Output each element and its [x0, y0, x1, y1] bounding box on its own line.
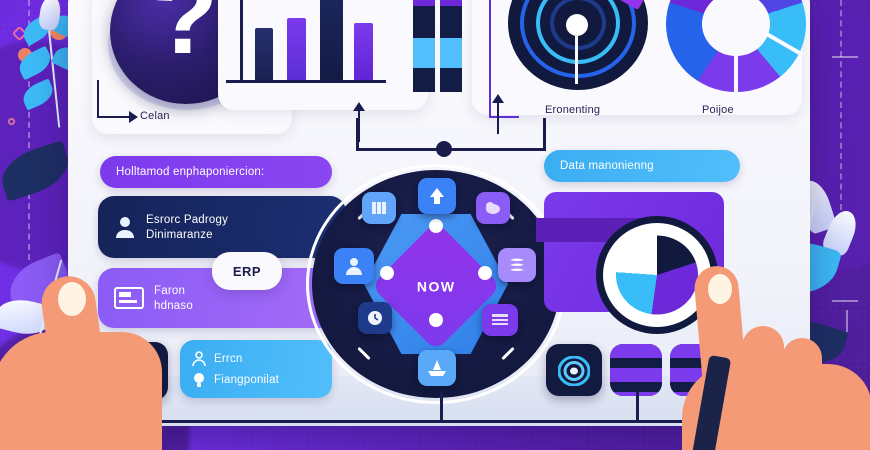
stripe-tile-1[interactable] [610, 344, 662, 396]
user-card-icon [346, 258, 362, 275]
chart-panel-arrow [492, 94, 504, 103]
node-list[interactable] [482, 304, 518, 336]
left-item-user-lines: Esrorc Padrogy Dinimaranze [146, 214, 228, 241]
left-item-user[interactable]: Esrorc Padrogy Dinimaranze [98, 196, 346, 258]
radar-ring-2 [536, 0, 620, 64]
strip-1-segment-violet [413, 0, 435, 6]
stacked-strip-1 [413, 0, 435, 92]
hub-node-dot-top [429, 219, 443, 233]
question-card-label: Celan [140, 110, 170, 122]
hub-node-dot-left [380, 266, 394, 280]
question-card-connector-v [97, 80, 99, 118]
layers-icon [510, 258, 524, 271]
right-header-pill[interactable]: Data manonienng [544, 150, 740, 182]
question-card-arrow [129, 111, 138, 123]
upload-icon [430, 188, 444, 204]
person-icon [192, 350, 206, 367]
bar-3 [320, 0, 343, 80]
bracket-center-dot [436, 141, 452, 157]
bar-4 [354, 23, 373, 80]
target-icon [557, 355, 591, 387]
left-bottom-line-1: Errcn [214, 352, 243, 365]
bar-chart-y-axis [240, 0, 243, 82]
right-hand-finger-2 [742, 326, 784, 404]
bracket-right-riser [543, 118, 546, 150]
hub-node-dot-right [478, 266, 492, 280]
strip-2-segment-sky [440, 38, 462, 68]
left-bottom-line-2: Fiangponilat [214, 373, 280, 386]
strip-1-segment-sky [413, 38, 435, 68]
node-upload[interactable] [418, 178, 456, 214]
right-hand-finger-3 [782, 338, 822, 408]
user-icon [114, 215, 136, 239]
erp-chip[interactable]: ERP [212, 252, 282, 290]
strip-2-segment-deep [440, 68, 462, 92]
bottom-riser-right [636, 392, 639, 422]
bar-chart-x-axis [226, 80, 386, 83]
grid-icon [372, 202, 386, 214]
strip-1-segment-deep [413, 68, 435, 92]
strip-2-segment-navy [440, 6, 462, 38]
ship-icon [428, 360, 446, 376]
radar-axis-line [575, 36, 578, 84]
bar-1 [255, 28, 273, 80]
left-item-card-line-2: hdnaso [154, 299, 193, 312]
tick-mark-right-3 [846, 310, 848, 332]
bottom-bracket-h [140, 420, 710, 423]
donut-divider-2 [734, 54, 738, 92]
right-index-nail [708, 274, 732, 304]
right-header-pill-label: Data manonienng [560, 160, 654, 172]
node-cloud[interactable] [476, 192, 510, 224]
tick-mark-right-1 [832, 56, 858, 58]
cloud-icon [486, 202, 500, 214]
strip-1-segment-navy [413, 6, 435, 38]
magnified-pie [615, 235, 699, 315]
radar-ring-3 [550, 0, 606, 50]
left-item-user-line-1: Esrorc Padrogy [146, 213, 229, 226]
donut-hole [702, 0, 770, 56]
radar-card-label: Eronenting [545, 104, 601, 116]
node-person[interactable] [334, 248, 374, 284]
donut-card-label: Poijoe [702, 104, 734, 116]
left-thumb-nail [58, 282, 86, 316]
stripes-icon [610, 344, 662, 396]
left-bottom-card-lines: Errcn Fiangponilat [192, 350, 279, 388]
dashed-guide-right [840, 0, 842, 210]
bottom-riser-mid [440, 392, 443, 422]
bar-2 [287, 18, 306, 80]
left-bottom-row-2: Fiangponilat [192, 372, 279, 388]
tick-mark-right-2 [832, 300, 858, 302]
card-icon [114, 286, 144, 310]
left-header-pill[interactable]: Holltamod enphaponiercion: [100, 156, 332, 188]
left-item-card-lines: Faron hdnaso [154, 285, 193, 312]
dashed-guide-left [28, 0, 30, 260]
left-header-pill-label: Holltamod enphaponiercion: [116, 166, 265, 178]
node-grid[interactable] [362, 192, 396, 224]
left-bottom-card[interactable]: Errcn Fiangponilat [180, 340, 332, 398]
stacked-strip-2 [440, 0, 462, 92]
left-bottom-row-1: Errcn [192, 350, 279, 367]
erp-chip-label: ERP [232, 263, 262, 279]
chart-panel-connector-h [489, 116, 519, 118]
now-diamond-label: NOW [416, 278, 456, 294]
bar-card-arrow [353, 102, 365, 111]
node-ship[interactable] [418, 350, 456, 386]
chart-panel-connector-v [489, 0, 491, 118]
question-mark-icon: ? [152, 0, 218, 76]
radar-center-dot [566, 14, 588, 36]
left-item-card-line-1: Faron [154, 284, 186, 297]
node-stack[interactable] [498, 248, 536, 282]
bracket-left-riser [356, 118, 359, 150]
clock-icon [368, 311, 382, 325]
hub-node-dot-bottom [429, 313, 443, 327]
question-card-connector-h [97, 116, 131, 118]
node-clock[interactable] [358, 302, 392, 334]
chart-panel-arrow-stem [497, 100, 499, 134]
list-icon [492, 314, 508, 325]
idea-icon [192, 372, 206, 388]
strip-2-segment-violet [440, 0, 462, 6]
left-item-user-line-2: Dinimaranze [146, 228, 213, 241]
bar-card-connector [358, 108, 360, 142]
